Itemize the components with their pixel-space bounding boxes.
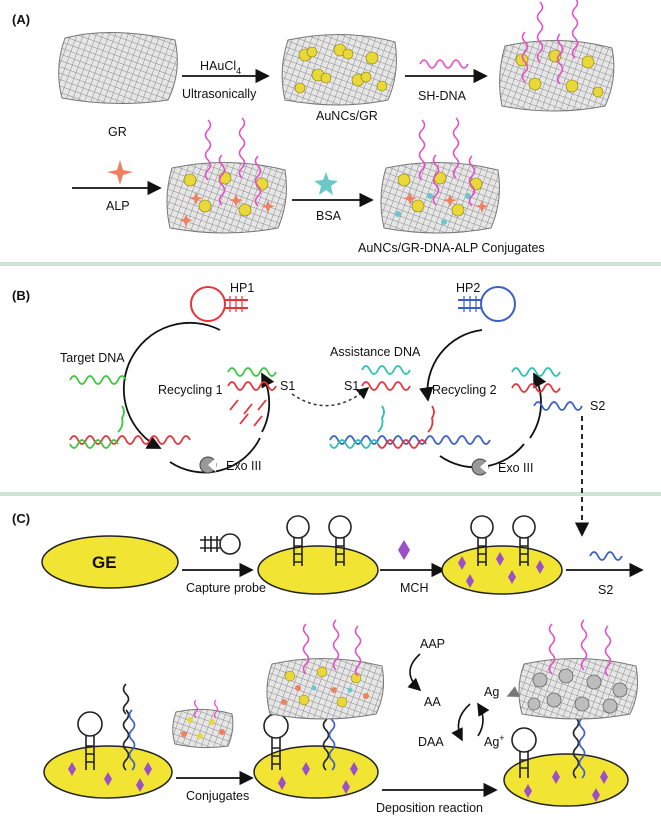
label-gr: GR [108,125,127,139]
label-ag: Ag [484,685,499,699]
label-s1-right: S1 [344,379,359,393]
alp-icon [107,160,133,185]
label-hp1: HP1 [230,281,254,295]
s1-red-right [361,381,411,391]
duplex-left [69,405,191,449]
auncs-gr-sheet [281,33,397,106]
duplex-right [329,405,491,449]
separator-bc [0,492,661,496]
label-assistance-dna: Assistance DNA [330,345,421,359]
sh-dna-strand [419,59,469,69]
released-red [511,383,561,393]
label-aap: AAP [420,637,445,651]
label-recycling-2: Recycling 2 [432,383,497,397]
s1-red [227,381,277,391]
conjugate-final [380,117,500,234]
panel-label-c: (C) [12,511,30,526]
electrode-hybridized [43,683,173,799]
conjugate-icon-small [172,699,234,749]
digested-fragments [229,399,267,427]
bsa-icon [314,172,338,195]
recycling-2-cycle [419,329,547,469]
label-ag-plus: Ag+ [484,733,505,749]
label-aa: AA [424,695,441,709]
gr-dna-alp [166,117,287,234]
electrode-with-mch [441,515,563,595]
arrow-agplus-ag [477,702,490,737]
label-deposition: Deposition reaction [376,801,483,815]
label-auncs-gr: AuNCs/GR [316,109,378,123]
label-sh-dna: SH-DNA [418,89,467,103]
label-s1-left: S1 [280,379,295,393]
label-daa: DAA [418,735,444,749]
label-mch: MCH [400,581,428,595]
arrow-aa-daa [451,703,471,742]
exo-iii-icon-right [471,458,489,476]
label-recycling-1: Recycling 1 [158,383,223,397]
panel-label-a: (A) [12,12,30,27]
graphene-sheet [58,31,178,105]
exo-iii-icon-left [199,456,217,474]
label-conjugates-c: Conjugates [186,789,249,803]
released-teal [511,367,561,377]
label-s2-c: S2 [598,583,613,597]
arrow-aap-aa [407,653,422,692]
s1-green [227,367,277,377]
auncs-gr-dna [499,0,615,112]
label-haucl4: HAuCl4 [200,59,241,76]
mch-icon [398,540,410,560]
label-bsa: BSA [316,209,342,223]
s1-transfer-arrow [291,387,370,407]
hairpin-hp1 [190,286,248,322]
label-hp2: HP2 [456,281,480,295]
label-exo-iii-right: Exo III [498,461,533,475]
label-exo-iii-left: Exo III [226,459,261,473]
label-conjugates-a: AuNCs/GR-DNA-ALP Conjugates [358,241,545,255]
target-dna-strand [69,375,127,385]
label-alp: ALP [106,199,130,213]
electrode-with-conjugate [253,619,384,799]
label-capture-probe: Capture probe [186,581,266,595]
released-s2 [533,401,583,411]
electrode-with-probes [257,515,379,595]
hairpin-hp2 [458,286,516,322]
label-ge: GE [92,553,117,572]
panel-label-b: (B) [12,288,30,303]
label-target-dna: Target DNA [60,351,125,365]
capture-probe-icon [200,533,241,555]
electrode-with-silver [503,619,638,807]
assistance-dna-strand [361,365,411,375]
recycling-1-cycle [122,321,275,474]
label-ultrasonically: Ultrasonically [182,87,257,101]
gold-electrode-ge [41,535,179,589]
separator-ab [0,262,661,266]
label-s2-b: S2 [590,399,605,413]
s2-strand-c [589,551,623,561]
